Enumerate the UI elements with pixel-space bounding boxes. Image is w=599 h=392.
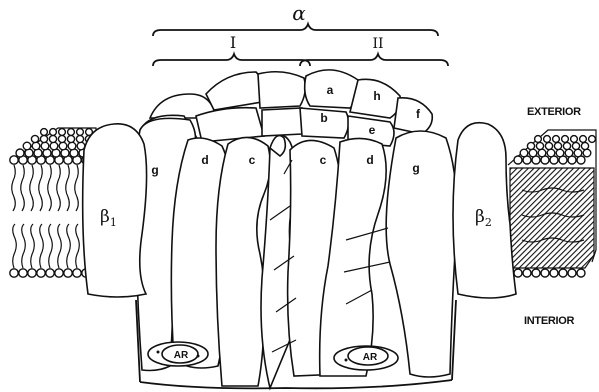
subunit-f <box>394 98 432 134</box>
subunit-c-left-label: c <box>249 153 256 167</box>
subunit-g-right <box>386 131 457 377</box>
top-lobe-3 <box>258 72 305 108</box>
interior-label: INTERIOR <box>524 315 575 327</box>
alpha-half-I-brace <box>153 54 310 66</box>
ar-left-label: AR <box>174 350 189 361</box>
subunit-g-right-label: g <box>412 161 419 175</box>
subunit-a-label: a <box>327 83 334 97</box>
subunit-d-left-label: d <box>201 153 208 167</box>
alpha-subunit <box>136 70 457 389</box>
subunit-b-label: b <box>320 111 327 125</box>
top-lobe-2 <box>206 72 263 110</box>
alpha-label: α <box>292 1 306 25</box>
subunit-g-left-label: g <box>151 163 158 177</box>
subunit-c-left <box>216 137 270 386</box>
subunit-h-label: h <box>373 89 380 103</box>
subunit-d-right-label: d <box>366 153 373 167</box>
alpha-half-II-label: II <box>372 36 383 52</box>
ar-right-label: AR <box>363 352 378 363</box>
alpha-brace <box>153 24 438 36</box>
beta1-subunit <box>83 124 147 297</box>
right-lipid-bilayer <box>508 130 596 277</box>
alpha-half-I-label: I <box>230 33 236 52</box>
subunit-e-label: e <box>369 123 376 137</box>
subunit-c-right-label: c <box>320 153 327 167</box>
alpha-half-II-brace <box>300 54 448 66</box>
exterior-label: EXTERIOR <box>527 106 581 118</box>
